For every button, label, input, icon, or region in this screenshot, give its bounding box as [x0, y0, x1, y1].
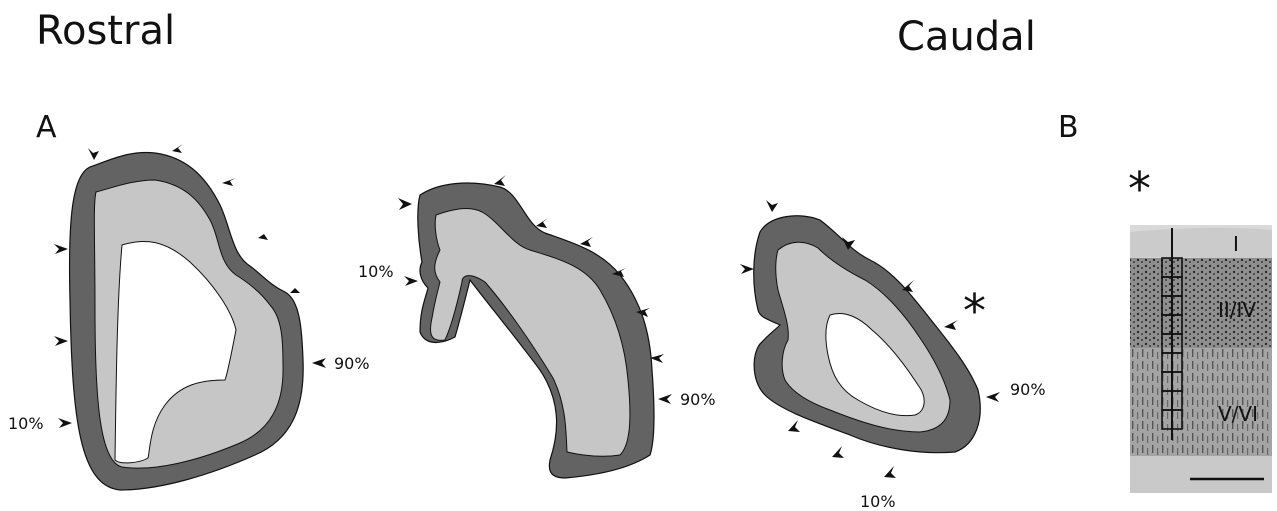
caudal-section	[754, 216, 981, 453]
arrowhead	[788, 420, 800, 432]
arrowhead	[58, 418, 72, 428]
arrowhead	[766, 200, 778, 212]
arrowhead	[986, 392, 1000, 402]
arrowhead	[884, 466, 896, 478]
arrowhead	[54, 336, 68, 346]
middle-section	[418, 183, 654, 478]
arrowhead	[172, 144, 183, 153]
micrograph-layer-1-band	[1130, 228, 1272, 262]
layer-2-4-label: II/IV	[1218, 298, 1256, 322]
arrowhead	[580, 237, 593, 247]
arrowhead	[54, 244, 68, 254]
arrowhead	[536, 218, 548, 228]
arrowhead	[258, 230, 270, 240]
layer-1-label: I	[1233, 232, 1239, 256]
arrowhead	[832, 446, 844, 458]
arrowhead	[88, 148, 99, 160]
rostral-section	[70, 152, 304, 490]
micrograph-white-matter	[1130, 456, 1272, 493]
arrowhead	[944, 320, 958, 330]
arrowhead	[312, 358, 326, 368]
arrowhead	[902, 280, 914, 292]
arrowhead	[740, 264, 754, 274]
arrowhead	[398, 198, 412, 210]
arrowhead	[222, 178, 236, 186]
arrowhead	[290, 283, 300, 293]
histology-micrograph	[1130, 225, 1272, 493]
layer-5-6-label: V/VI	[1218, 402, 1258, 426]
arrowhead	[404, 276, 418, 286]
arrowhead	[494, 175, 506, 186]
arrowhead	[650, 354, 664, 363]
arrowhead	[658, 394, 672, 404]
